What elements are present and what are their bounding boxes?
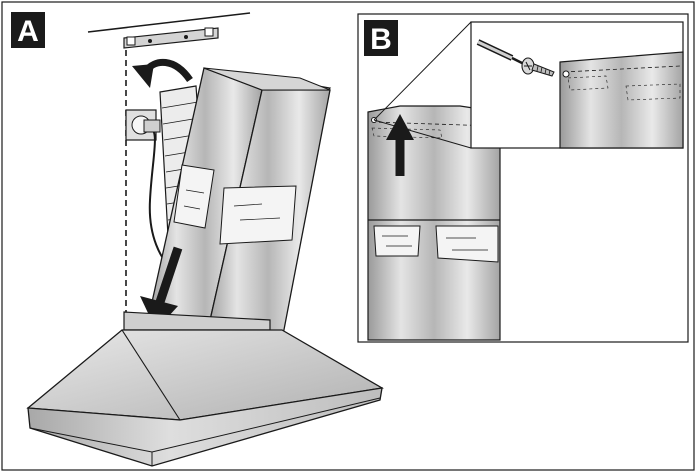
- panel-a-label-box: A: [11, 12, 45, 48]
- panel-b-label-box: B: [364, 20, 398, 56]
- chimney-duct-tilted: [147, 67, 332, 341]
- arrow-rotate-icon: [132, 59, 193, 88]
- cooker-hood-base: [26, 311, 384, 467]
- panel-b: B: [357, 13, 689, 343]
- arrow-down-icon: [140, 246, 183, 330]
- ceiling-line: [87, 12, 251, 33]
- screw-icon: [521, 57, 555, 77]
- callout-line-bottom: [373, 119, 472, 149]
- callout-line-top: [373, 21, 472, 121]
- detail-inset: [470, 21, 684, 149]
- wall-socket-icon: [125, 109, 176, 273]
- panel-b-label: B: [370, 23, 392, 56]
- panel-a-label: A: [17, 15, 39, 48]
- panel-a: A: [11, 12, 384, 467]
- mounting-bracket-icon: [123, 27, 219, 49]
